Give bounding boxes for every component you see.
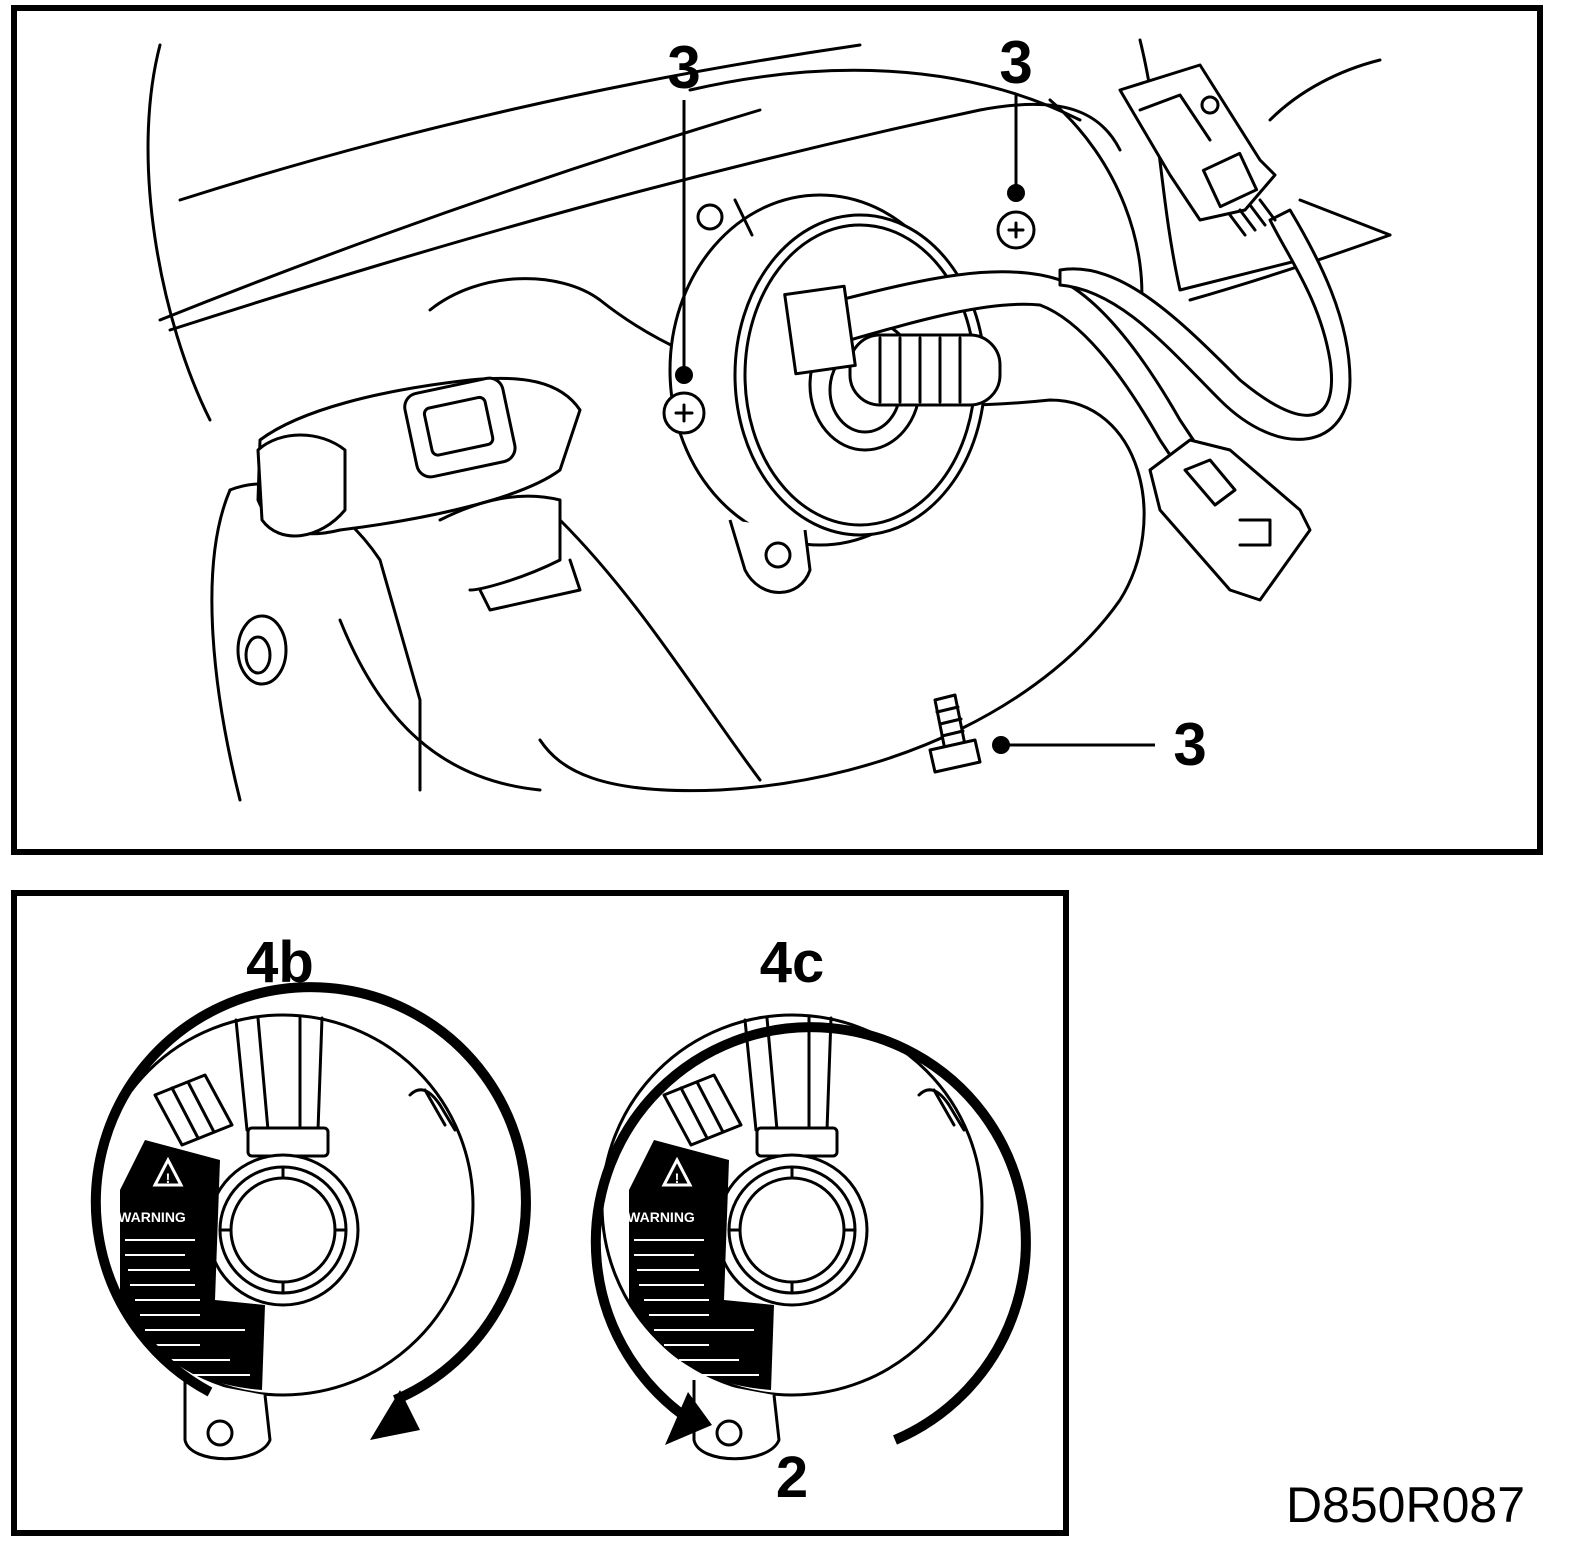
clockspring-4c: ! WARNING <box>590 1013 1031 1461</box>
rotation-arrow-4c <box>590 1022 1031 1445</box>
view-label-4c: 4c <box>760 930 825 995</box>
upper-screw-hole <box>696 203 724 231</box>
warning-heading-4c: WARNING <box>627 1209 695 1225</box>
callout-3-top-left: 3 <box>667 34 700 101</box>
callout-2-tab: 2 <box>776 1445 808 1510</box>
screw-icon-right <box>996 210 1036 250</box>
upper-connector <box>1118 63 1277 237</box>
callout-3-top-right: 3 <box>999 29 1032 96</box>
splined-hub <box>848 333 1002 407</box>
rotation-arrow-4b <box>90 982 531 1405</box>
callout-3-bottom-screw: 3 <box>1173 711 1206 778</box>
callout-leaders-top <box>675 95 1155 754</box>
arrowhead-icon-4b <box>370 1390 420 1440</box>
warning-heading-4b: WARNING <box>118 1209 186 1225</box>
lower-connector <box>1148 438 1312 602</box>
drawing-code: D850R087 <box>1286 1477 1525 1533</box>
arrowhead-icon-4c <box>665 1392 712 1445</box>
loose-screw-icon <box>928 693 982 774</box>
screw-icon-left <box>662 391 706 435</box>
warning-text-lines-4b <box>125 1239 250 1376</box>
svg-text:!: ! <box>675 1170 680 1186</box>
steering-column-illustration <box>146 38 1392 802</box>
svg-text:!: ! <box>166 1170 171 1186</box>
clockspring-4b: ! WARNING <box>90 982 531 1461</box>
warning-text-lines-4c <box>634 1239 759 1376</box>
